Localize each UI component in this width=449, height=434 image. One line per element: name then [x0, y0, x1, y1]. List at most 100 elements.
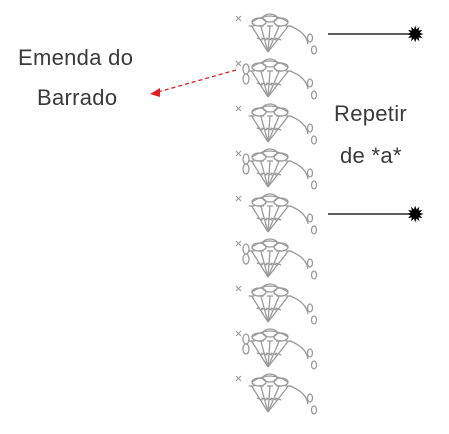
- repeat-end-marker: ✹: [328, 203, 424, 228]
- stitch-motif: [235, 193, 318, 235]
- double-crochet-bar: [261, 352, 268, 356]
- double-crochet-bar: [274, 172, 282, 176]
- double-crochet-bar: [270, 127, 277, 131]
- chain-stitch: [306, 78, 314, 88]
- chain-stitch: [242, 63, 250, 75]
- chain-arc: [289, 250, 309, 270]
- chain-stitch: [262, 373, 278, 383]
- stitch-motif: [235, 103, 318, 145]
- single-crochet-x: [235, 375, 242, 382]
- double-crochet-bar: [265, 127, 273, 131]
- chain-stitch: [306, 393, 314, 403]
- double-crochet-bar: [261, 217, 268, 221]
- double-crochet-bar: [265, 82, 273, 86]
- double-crochet-bar: [265, 37, 273, 41]
- double-crochet-bar: [270, 352, 277, 356]
- stitch-motif: [235, 328, 318, 370]
- double-crochet-bar: [270, 172, 277, 176]
- chain-stitch: [262, 283, 278, 293]
- star-icon: ✹: [406, 23, 424, 48]
- chain-stitch: [306, 213, 314, 223]
- single-crochet-x: [235, 330, 242, 337]
- double-crochet-bar: [270, 262, 277, 266]
- double-crochet-bar: [274, 82, 282, 86]
- double-crochet-bar: [274, 217, 282, 221]
- double-crochet-bar: [261, 127, 268, 131]
- chain-stitch: [262, 148, 278, 158]
- chain-stitch: [242, 73, 250, 85]
- double-crochet-bar: [270, 397, 277, 401]
- double-crochet-bar: [274, 262, 282, 266]
- chain-arc: [289, 385, 309, 405]
- single-crochet-x: [235, 285, 242, 292]
- double-crochet-bar: [274, 37, 282, 41]
- double-crochet-bar: [274, 352, 282, 356]
- chain-stitch: [310, 315, 318, 325]
- chain-arc: [289, 160, 309, 180]
- double-crochet-bar: [265, 172, 273, 176]
- single-crochet-x: [235, 150, 242, 157]
- chain-stitch: [310, 90, 318, 100]
- double-crochet-bar: [261, 397, 268, 401]
- chain-arc: [251, 285, 289, 293]
- chain-stitch: [306, 168, 314, 178]
- chain-stitch: [310, 270, 318, 280]
- stitch-motif: [235, 283, 318, 325]
- stitch-motif: [235, 238, 318, 280]
- double-crochet-bar: [265, 217, 273, 221]
- chain-arc: [289, 115, 309, 135]
- chain-stitch: [273, 287, 289, 297]
- chain-stitch: [262, 58, 278, 68]
- chain-stitch: [310, 45, 318, 55]
- stitch-column: [235, 13, 318, 415]
- double-crochet-bar: [270, 307, 277, 311]
- double-crochet-bar: [265, 307, 273, 311]
- repeat-label-line2: de *a*: [340, 143, 402, 168]
- chain-stitch: [273, 377, 289, 387]
- chain-stitch: [273, 107, 289, 117]
- chain-stitch: [310, 180, 318, 190]
- chain-stitch: [262, 328, 278, 338]
- double-crochet-bar: [274, 127, 282, 131]
- chain-stitch: [262, 103, 278, 113]
- double-crochet-bar: [274, 397, 282, 401]
- double-crochet-bar: [265, 352, 273, 356]
- chain-arc: [289, 205, 309, 225]
- repeat-label-line1: Repetir: [334, 101, 408, 126]
- chain-arc: [251, 15, 289, 23]
- chain-arc: [289, 25, 309, 45]
- double-crochet-bar: [270, 37, 277, 41]
- chain-stitch: [242, 343, 250, 355]
- double-crochet-bar: [256, 352, 264, 356]
- double-crochet-bar: [256, 82, 264, 86]
- seam-pointer-arrow: [150, 69, 237, 97]
- stitch-motif: [235, 13, 318, 55]
- chain-stitch: [262, 13, 278, 23]
- seam-label-line1: Emenda do: [18, 45, 134, 70]
- chain-arc: [251, 330, 289, 338]
- chain-stitch: [242, 253, 250, 265]
- chain-arc: [289, 340, 309, 360]
- chain-stitch: [273, 152, 289, 162]
- chain-stitch: [310, 405, 318, 415]
- stitch-motif: [235, 373, 318, 415]
- double-crochet-bar: [256, 397, 264, 401]
- double-crochet-bar: [265, 397, 273, 401]
- chain-stitch: [310, 225, 318, 235]
- double-crochet-bar: [256, 307, 264, 311]
- chain-stitch: [273, 332, 289, 342]
- chain-arc: [289, 70, 309, 90]
- chain-stitch: [310, 360, 318, 370]
- double-crochet-bar: [261, 82, 268, 86]
- chain-stitch: [306, 258, 314, 268]
- double-crochet-bar: [256, 217, 264, 221]
- single-crochet-x: [235, 240, 242, 247]
- double-crochet-bar: [265, 262, 273, 266]
- double-crochet-bar: [256, 37, 264, 41]
- chain-arc: [251, 60, 289, 68]
- chain-stitch: [242, 243, 250, 255]
- double-crochet-bar: [270, 82, 277, 86]
- chain-stitch: [262, 193, 278, 203]
- double-crochet-bar: [261, 172, 268, 176]
